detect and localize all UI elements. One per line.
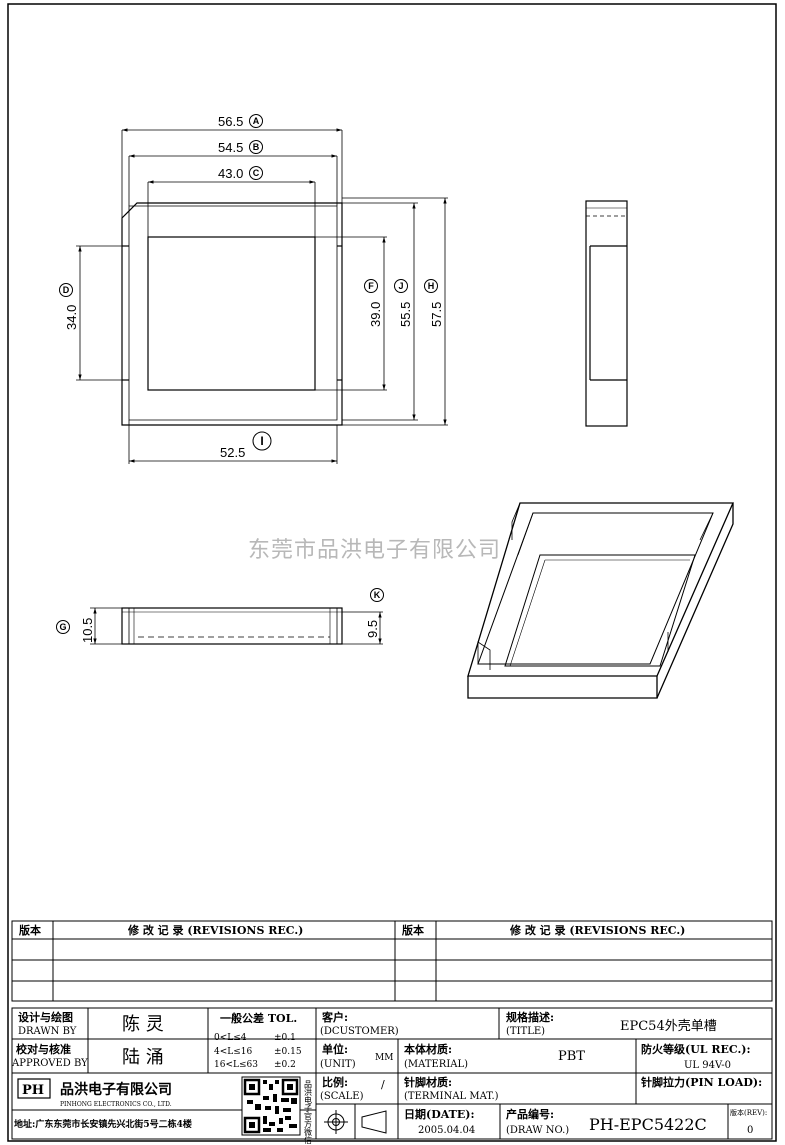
rev-label: 版本(REV): bbox=[730, 1108, 767, 1117]
watermark: 东莞市品洪电子有限公司 bbox=[248, 537, 501, 562]
approved-by-label-en: APPROVED BY bbox=[11, 1058, 88, 1069]
company-logo bbox=[17, 1078, 51, 1099]
title-label: 规格描述: bbox=[506, 1010, 554, 1024]
material-value: PBT bbox=[558, 1049, 585, 1064]
dim-c-value: 43.0 bbox=[218, 166, 243, 181]
isometric-view bbox=[467, 502, 734, 699]
draw-no-label: 产品编号: bbox=[506, 1107, 554, 1121]
dim-k-value: 9.5 bbox=[365, 620, 380, 638]
draw-no-value: PH-EPC5422C bbox=[589, 1115, 707, 1134]
dim-b-value: 54.5 bbox=[218, 140, 243, 155]
material-label-en: (MATERIAL) bbox=[404, 1059, 468, 1070]
drawn-by-label-cn: 设计与绘图 bbox=[18, 1010, 73, 1024]
company-address: 地址:广东东莞市长安镇先兴北街5号二栋4楼 bbox=[14, 1118, 192, 1130]
sheet-border bbox=[7, 3, 777, 1142]
scale-label: 比例: bbox=[322, 1075, 348, 1089]
tol-value-3: ±0.2 bbox=[274, 1060, 296, 1070]
rev-ver-label-left: 版本 bbox=[19, 923, 41, 937]
terminal-material-label: 针脚材质: bbox=[404, 1075, 452, 1089]
unit-label-en: (UNIT) bbox=[320, 1059, 356, 1070]
company-name-cn: 品洪电子有限公司 bbox=[60, 1081, 172, 1098]
dim-a-value: 56.5 bbox=[218, 114, 243, 129]
scale-label-en: (SCALE) bbox=[320, 1091, 364, 1102]
qr-caption: 品洪电子官方微信 bbox=[304, 1080, 313, 1145]
dim-j-value: 55.5 bbox=[398, 302, 413, 327]
projection-symbol-icon bbox=[324, 1110, 387, 1134]
approved-by-value: 陆 涌 bbox=[122, 1047, 164, 1068]
rev-rec-label-left: 修 改 记 录 (REVISIONS REC.) bbox=[127, 923, 303, 937]
callout-h: H bbox=[428, 281, 435, 291]
callout-c: C bbox=[253, 168, 260, 178]
tol-range-3: 16<L≤63 bbox=[214, 1060, 258, 1070]
company-name-en: PINHONG ELECTRONICS CO., LTD. bbox=[60, 1101, 172, 1108]
terminal-material-label-en: (TERMINAL MAT.) bbox=[404, 1091, 499, 1102]
rev-rec-label-right: 修 改 记 录 (REVISIONS REC.) bbox=[509, 923, 685, 937]
material-label: 本体材质: bbox=[404, 1042, 452, 1056]
tol-range-1: 0<L≤4 bbox=[214, 1033, 247, 1043]
callout-g: G bbox=[59, 622, 66, 632]
dim-h-value: 57.5 bbox=[429, 302, 444, 327]
title-value: EPC54外壳单槽 bbox=[620, 1019, 717, 1034]
dim-g-value: 10.5 bbox=[80, 618, 95, 643]
drawn-by-label-en: DRAWN BY bbox=[18, 1026, 77, 1037]
callout-j: J bbox=[398, 281, 403, 291]
tolerance-title: 一般公差 TOL. bbox=[220, 1011, 297, 1025]
customer-label-en: (DCUSTOMER) bbox=[320, 1026, 399, 1037]
top-view bbox=[121, 202, 343, 426]
revision-table bbox=[11, 920, 773, 1002]
callout-i: I bbox=[260, 434, 263, 448]
callouts bbox=[56, 114, 438, 634]
side-view-right bbox=[585, 200, 628, 427]
title-label-en: (TITLE) bbox=[506, 1026, 545, 1037]
fire-rating-value: UL 94V-0 bbox=[684, 1060, 731, 1071]
tol-value-1: ±0.1 bbox=[274, 1033, 296, 1043]
title-block-grid bbox=[11, 1007, 773, 1140]
date-label: 日期(DATE): bbox=[404, 1107, 475, 1121]
callout-k: K bbox=[374, 590, 381, 600]
customer-label: 客户: bbox=[321, 1010, 348, 1024]
tol-range-2: 4<L≤16 bbox=[214, 1047, 253, 1057]
top-view-dimensions bbox=[78, 128, 447, 463]
callout-d: D bbox=[63, 285, 70, 295]
fire-rating-label: 防火等级(UL REC.): bbox=[641, 1042, 751, 1056]
drawn-by-value: 陈 灵 bbox=[122, 1014, 164, 1035]
qr-code bbox=[241, 1076, 301, 1136]
date-value: 2005.04.04 bbox=[418, 1125, 475, 1136]
dim-d-value: 34.0 bbox=[64, 305, 79, 330]
tol-value-2: ±0.15 bbox=[274, 1047, 302, 1057]
callout-b: B bbox=[253, 142, 260, 152]
unit-value: MM bbox=[375, 1053, 393, 1063]
top-view-extensions bbox=[76, 130, 448, 464]
scale-value: / bbox=[381, 1078, 385, 1091]
callout-f: F bbox=[368, 281, 374, 291]
unit-label: 单位: bbox=[322, 1042, 348, 1056]
dim-i-value: 52.5 bbox=[220, 445, 245, 460]
draw-no-label-en: (DRAW NO.) bbox=[506, 1125, 569, 1136]
rev-value: 0 bbox=[747, 1125, 753, 1136]
front-view bbox=[121, 607, 343, 645]
callout-a: A bbox=[253, 116, 260, 126]
approved-by-label-cn: 校对与核准 bbox=[16, 1042, 71, 1056]
company-logo-text: PH bbox=[22, 1083, 44, 1098]
pin-load-label: 针脚拉力(PIN LOAD): bbox=[641, 1075, 762, 1089]
rev-ver-label-right: 版本 bbox=[402, 923, 424, 937]
dim-f-value: 39.0 bbox=[368, 302, 383, 327]
